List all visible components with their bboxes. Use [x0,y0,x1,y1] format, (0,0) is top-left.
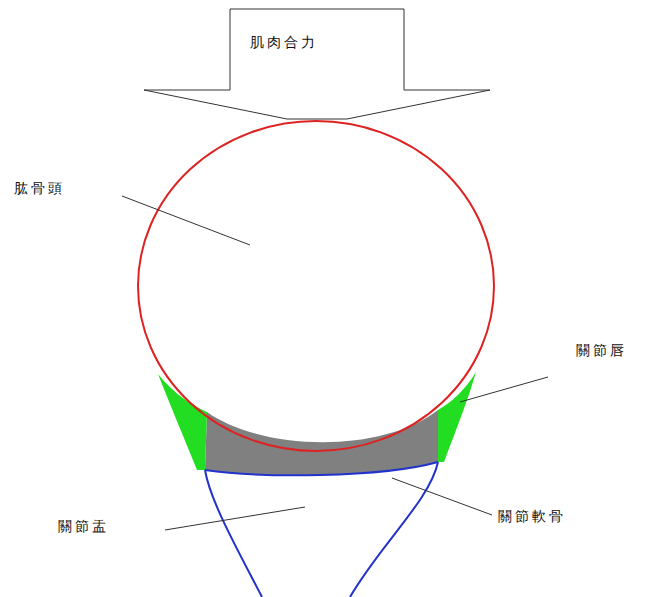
arrow-outline [143,8,491,120]
humeral-head [138,121,494,451]
cartilage-band [205,410,438,475]
force-arrow: 肌肉合力 [143,8,491,120]
leader-line [392,478,492,515]
glenoid-surface [205,462,438,475]
leader-line [122,196,250,245]
leader-line [165,507,305,530]
glenoid-outline [205,470,262,597]
part-label: 關節盂 [56,518,111,535]
part-label: 肱骨頭 [12,180,67,197]
leader-line [460,377,548,402]
part-label: 關節軟骨 [496,508,568,525]
glenoid-outline [350,462,438,597]
arrow-shape [144,9,490,119]
part-label: 關節唇 [574,342,629,359]
arrow-label: 肌肉合力 [250,34,318,51]
labrum-left [158,374,207,470]
